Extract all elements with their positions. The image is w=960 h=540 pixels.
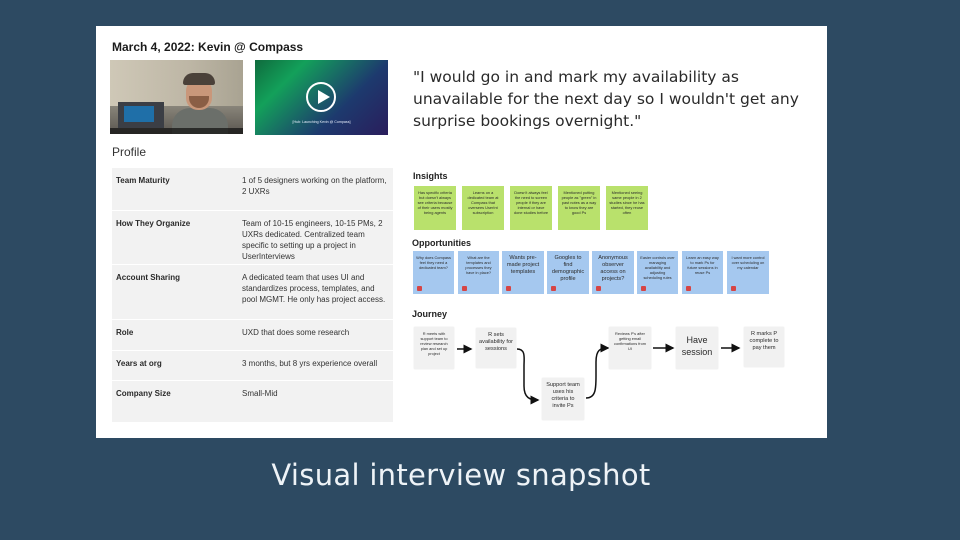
opportunity-note: I want more control over scheduling on m… <box>727 251 769 294</box>
journey-step-note: R sets availability for sessions <box>476 328 516 368</box>
opportunity-note: Easier controls over managing availabili… <box>637 251 678 294</box>
profile-row-label: Company Size <box>112 380 238 423</box>
interview-quote: "I would go in and mark my availability … <box>413 68 799 130</box>
opportunity-note-text: Anonymous observer access on projects? <box>598 255 628 282</box>
opportunity-note-text: What are the templates and processes the… <box>465 255 492 275</box>
video-player[interactable]: [Hub: Launching Kevin @ Compass] <box>255 60 388 135</box>
marker-icon <box>686 286 691 291</box>
opportunity-note: Why does Compass feel they need a dedica… <box>413 251 454 294</box>
opportunity-note-text: I want more control over scheduling on m… <box>731 255 765 270</box>
slide-caption: Visual interview snapshot <box>271 458 651 492</box>
profile-heading: Profile <box>112 145 147 159</box>
thumbnail-monitor <box>124 106 154 122</box>
session-title: March 4, 2022: Kevin @ Compass <box>112 40 304 54</box>
profile-row-label: Role <box>112 319 238 351</box>
interview-video-thumbnail[interactable] <box>110 60 243 134</box>
journey-step-note: Support team uses his criteria to invite… <box>542 378 584 420</box>
thumbnail-wall <box>110 60 243 106</box>
insight-note: Doesn't always feel the need to screen p… <box>510 186 552 230</box>
marker-icon <box>551 286 556 291</box>
opportunity-note: Googles to find demographic profile <box>547 251 589 294</box>
journey-step-note: R marks P complete to pay them <box>744 327 784 367</box>
opportunity-note-text: Why does Compass feel they need a dedica… <box>416 255 451 270</box>
journey-step-note: Have session <box>676 327 718 369</box>
profile-row-label: Years at org <box>112 350 238 381</box>
marker-icon <box>462 286 467 291</box>
insights-label: Insights <box>413 171 448 181</box>
play-icon <box>318 90 330 104</box>
insight-note: Mentioned putting people as "green" in p… <box>558 186 600 230</box>
thumbnail-control-bar <box>110 128 243 134</box>
profile-row-label: How They Organize <box>112 210 238 265</box>
opportunity-note-text: Googles to find demographic profile <box>551 255 585 282</box>
insight-note: Mentioned seeing same people in 2 studie… <box>606 186 648 230</box>
play-button[interactable] <box>306 82 336 112</box>
profile-row-value: 1 of 5 designers working on the platform… <box>238 168 393 211</box>
opportunity-note-text: Easier controls over managing availabili… <box>640 255 675 280</box>
insight-note: Learns on a dedicated team at Compass th… <box>462 186 504 230</box>
journey-step-note: Reviews P's after getting email confirma… <box>609 327 651 369</box>
journey-label: Journey <box>412 309 448 319</box>
marker-icon <box>596 286 601 291</box>
journey-arrows <box>457 343 741 405</box>
opportunity-note: Learn an easy way to mark Ps for future … <box>682 251 723 294</box>
insight-note: Has specific criteria but doesn't always… <box>414 186 456 230</box>
marker-icon <box>731 286 736 291</box>
arrow-right-icon <box>585 343 610 399</box>
arrow-right-icon <box>516 348 540 405</box>
profile-row-value: Small-Mid <box>238 380 393 423</box>
opportunity-note: What are the templates and processes the… <box>458 251 499 294</box>
slide-card: March 4, 2022: Kevin @ Compass [Hub: Lau… <box>96 26 827 438</box>
profile-row-value: 3 months, but 8 yrs experience overall <box>238 350 393 381</box>
profile-row-label: Team Maturity <box>112 168 238 211</box>
profile-row-value: UXD that does some research <box>238 319 393 351</box>
marker-icon <box>417 286 422 291</box>
thumbnail-person-cap <box>183 73 215 85</box>
marker-icon <box>641 286 646 291</box>
thumbnail-person-beard <box>189 96 209 108</box>
video-caption: [Hub: Launching Kevin @ Compass] <box>292 120 351 124</box>
profile-row-label: Account Sharing <box>112 264 238 320</box>
journey-step-note: R meets with support team to review rese… <box>414 327 454 369</box>
opportunities-label: Opportunities <box>412 238 471 248</box>
profile-row-value: Team of 10-15 engineers, 10-15 PMs, 2 UX… <box>238 210 393 265</box>
opportunity-note: Anonymous observer access on projects? <box>592 251 634 294</box>
opportunity-note-text: Learn an easy way to mark Ps for future … <box>686 255 719 275</box>
opportunity-note-text: Wants pre-made project templates <box>506 255 540 275</box>
marker-icon <box>506 286 511 291</box>
profile-row-value: A dedicated team that uses UI and standa… <box>238 264 393 320</box>
opportunity-note: Wants pre-made project templates <box>502 251 544 294</box>
